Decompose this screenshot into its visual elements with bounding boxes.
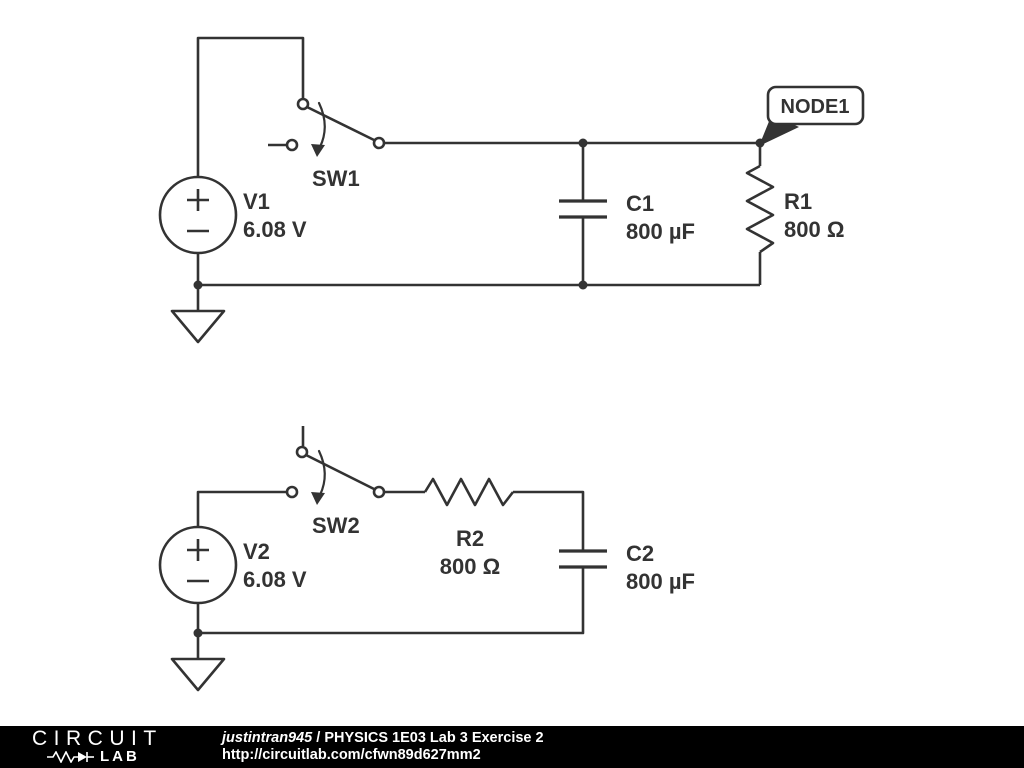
resistor-diode-icon bbox=[47, 750, 94, 763]
switch-toggle-arrow bbox=[317, 101, 326, 149]
plus-sign-icon bbox=[187, 539, 209, 561]
switch-sw2[interactable] bbox=[285, 426, 386, 505]
project-line: justintran945 / PHYSICS 1E03 Lab 3 Exerc… bbox=[222, 730, 544, 747]
c1-value-label: 800 µF bbox=[626, 219, 695, 244]
share-url[interactable]: http://circuitlab.com/cfwn89d627mm2 bbox=[222, 747, 481, 763]
circuitlab-logo[interactable]: CIRCUIT LAB bbox=[32, 727, 182, 765]
footer-bar: CIRCUIT LAB justintran945 / PHYSICS 1E03… bbox=[0, 726, 1024, 768]
junction-dot bbox=[578, 138, 588, 148]
resistor-r1[interactable] bbox=[745, 164, 775, 254]
junction-dot bbox=[755, 138, 765, 148]
junction-dot bbox=[578, 280, 588, 290]
c2-ref-label: C2 bbox=[626, 541, 654, 566]
capacitor-c1[interactable] bbox=[559, 199, 607, 219]
sw1-ref-label: SW1 bbox=[312, 166, 360, 191]
voltage-source-v1[interactable] bbox=[158, 175, 238, 255]
resistor-r2[interactable] bbox=[423, 477, 515, 507]
switch-blade bbox=[305, 453, 375, 491]
c2-value-label: 800 µF bbox=[626, 569, 695, 594]
v1-ref-label: V1 bbox=[243, 189, 270, 214]
logo-circuit-text: CIRCUIT bbox=[32, 727, 163, 750]
logo-lab-text: LAB bbox=[100, 748, 140, 765]
switch-arrowhead-icon bbox=[311, 144, 325, 157]
project-title: PHYSICS 1E03 Lab 3 Exercise 2 bbox=[324, 730, 544, 746]
wire bbox=[196, 568, 585, 635]
c1-ref-label: C1 bbox=[626, 191, 654, 216]
switch-terminal bbox=[372, 485, 386, 499]
switch-toggle-arrow bbox=[317, 449, 326, 497]
switch-arrowhead-icon bbox=[311, 492, 325, 505]
circuit-1: NODE1 V1 6.08 V SW1 C1 800 µF R1 800 Ω bbox=[158, 36, 865, 344]
node-flag-label: NODE1 bbox=[781, 96, 850, 118]
wire bbox=[196, 36, 305, 177]
switch-terminal bbox=[285, 138, 299, 152]
r2-value-label: 800 Ω bbox=[440, 554, 500, 579]
wire bbox=[196, 253, 760, 287]
switch-sw1[interactable] bbox=[268, 97, 386, 157]
plus-sign-icon bbox=[187, 189, 209, 211]
flag-box bbox=[766, 85, 865, 126]
title-separator: / bbox=[312, 730, 325, 746]
switch-terminal bbox=[296, 97, 310, 111]
footer-meta: justintran945 / PHYSICS 1E03 Lab 3 Exerc… bbox=[222, 730, 544, 764]
ground-symbol[interactable] bbox=[170, 285, 226, 344]
circuit-2: V2 6.08 V SW2 R2 800 Ω C2 800 µF bbox=[158, 426, 695, 692]
source-body bbox=[158, 525, 238, 605]
schematic-svg: NODE1 V1 6.08 V SW1 C1 800 µF R1 800 Ω bbox=[158, 36, 865, 692]
v2-ref-label: V2 bbox=[243, 539, 270, 564]
author-name[interactable]: justintran945 bbox=[222, 730, 313, 746]
capacitor-c2[interactable] bbox=[559, 549, 607, 569]
voltage-source-v2[interactable] bbox=[158, 525, 238, 605]
wire bbox=[196, 490, 287, 527]
sw2-ref-label: SW2 bbox=[312, 513, 360, 538]
r1-value-label: 800 Ω bbox=[784, 217, 844, 242]
switch-blade bbox=[306, 105, 375, 142]
ground-triangle bbox=[170, 309, 226, 344]
ground-symbol[interactable] bbox=[170, 633, 226, 692]
switch-terminal bbox=[285, 485, 299, 499]
source-body bbox=[158, 175, 238, 255]
v1-value-label: 6.08 V bbox=[243, 217, 307, 242]
node-flag-node1[interactable]: NODE1 bbox=[759, 85, 865, 146]
switch-terminal bbox=[372, 136, 386, 150]
switch-terminal bbox=[295, 445, 309, 459]
r1-ref-label: R1 bbox=[784, 189, 812, 214]
logo-bottom-row: LAB bbox=[46, 748, 182, 765]
ground-triangle bbox=[170, 657, 226, 692]
wire bbox=[513, 490, 585, 550]
r2-ref-label: R2 bbox=[456, 526, 484, 551]
v2-value-label: 6.08 V bbox=[243, 567, 307, 592]
